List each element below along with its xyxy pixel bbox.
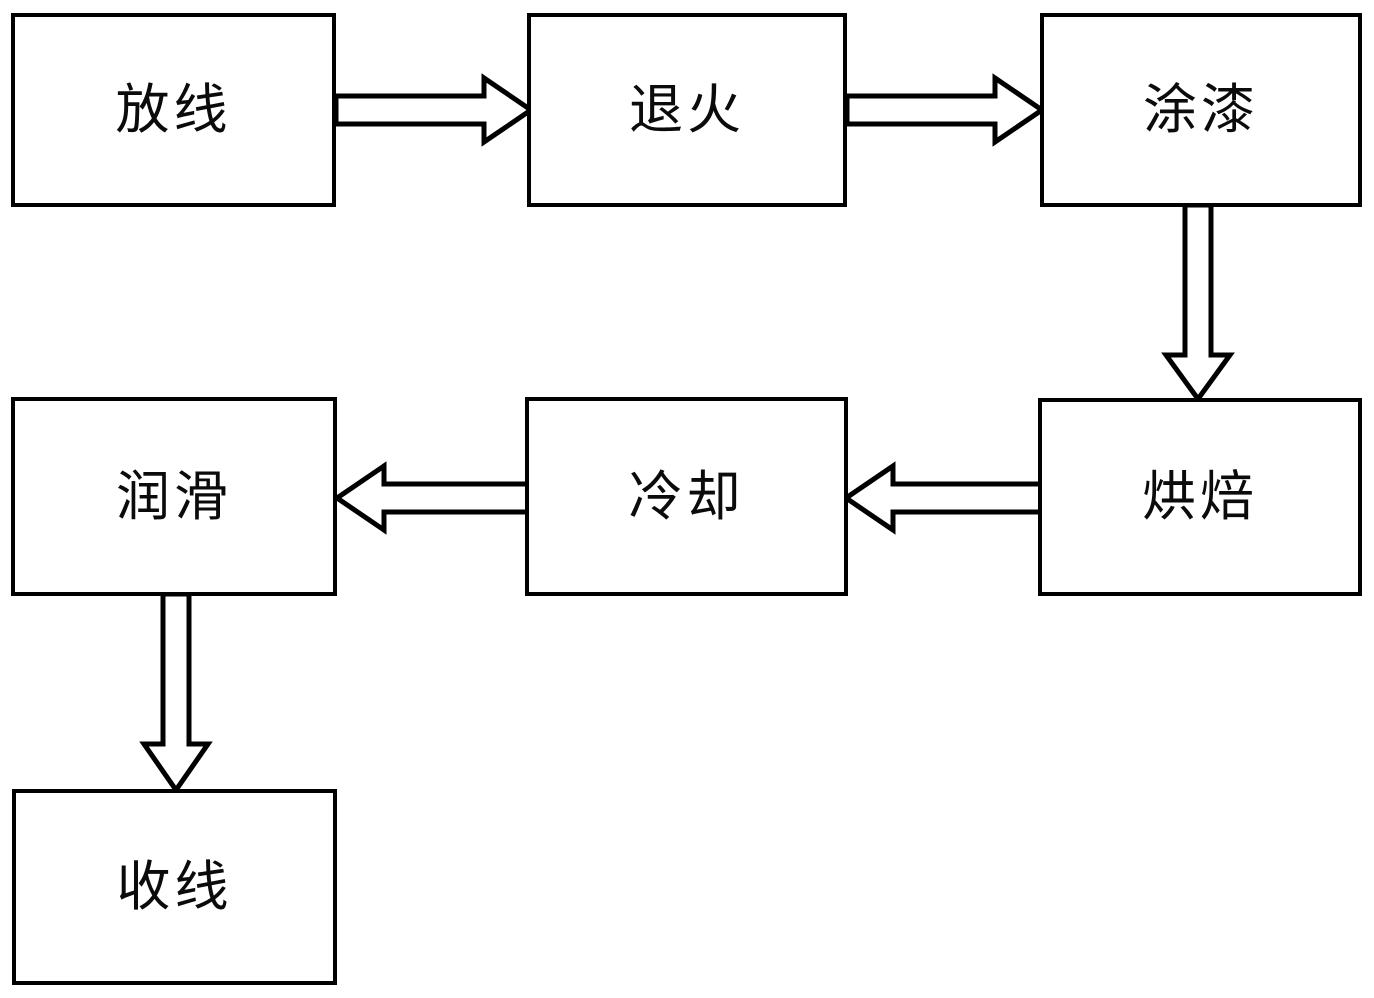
arrow-down-shape — [139, 591, 213, 795]
arrow-baking-to-cooling — [841, 458, 1044, 538]
arrow-cooling-to-lubricate — [332, 458, 535, 538]
node-label: 退火 — [629, 78, 745, 141]
process-node-baking[interactable]: 烘焙 — [1038, 398, 1362, 596]
process-node-painting[interactable]: 涂漆 — [1040, 13, 1362, 207]
arrow-right-shape — [844, 73, 1047, 147]
arrow-down-shape — [1161, 202, 1235, 404]
process-node-takeup[interactable]: 收线 — [12, 789, 337, 985]
process-node-lubricate[interactable]: 润滑 — [11, 397, 337, 596]
arrow-left-shape — [841, 461, 1044, 535]
arrow-painting-to-baking — [1161, 202, 1235, 404]
arrow-lubricate-to-takeup — [139, 591, 213, 795]
node-label: 润滑 — [116, 464, 232, 528]
process-node-payout[interactable]: 放线 — [11, 13, 336, 207]
node-label: 收线 — [116, 855, 233, 918]
arrow-annealing-to-painting — [844, 70, 1047, 150]
node-label: 涂漆 — [1143, 78, 1259, 141]
node-label: 烘焙 — [1142, 465, 1258, 528]
process-node-cooling[interactable]: 冷却 — [525, 397, 848, 596]
arrow-left-shape — [332, 461, 535, 535]
process-node-annealing[interactable]: 退火 — [527, 13, 847, 207]
arrow-right-shape — [333, 73, 536, 147]
arrow-payout-to-annealing — [333, 70, 536, 150]
node-label: 冷却 — [628, 464, 745, 528]
node-label: 放线 — [115, 78, 232, 141]
